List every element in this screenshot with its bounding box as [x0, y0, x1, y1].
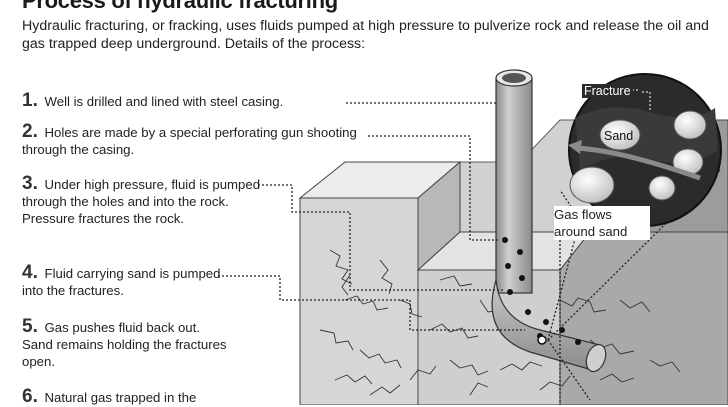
step-5: 5. Gas pushes fluid back out. Sand remai… — [22, 316, 227, 370]
step-5-text: Gas pushes fluid back out. Sand remains … — [22, 320, 227, 369]
step-1-text: Well is drilled and lined with steel cas… — [44, 94, 284, 109]
step-1-number: 1. — [22, 90, 38, 111]
step-5-number: 5. — [22, 316, 38, 337]
step-3-text: Under high pressure, fluid is pumped thr… — [22, 177, 261, 226]
well-casing — [491, 69, 607, 373]
step-4: 4. Fluid carrying sand is pumped into th… — [22, 262, 222, 299]
intro-text: Hydraulic fracturing, or fracking, uses … — [22, 18, 709, 52]
step-6: 6. Natural gas trapped in the — [22, 386, 262, 407]
fracture-cracks — [319, 249, 681, 396]
step-4-number: 4. — [22, 262, 38, 283]
step-2: 2. Holes are made by a special perforati… — [22, 121, 372, 158]
magnify-point — [537, 335, 547, 345]
step-4-text: Fluid carrying sand is pumped into the f… — [22, 266, 221, 298]
step-6-number: 6. — [22, 386, 38, 407]
step-3: 3. Under high pressure, fluid is pumped … — [22, 173, 262, 227]
fracture-label: Fracture — [582, 84, 633, 98]
step-3-number: 3. — [22, 173, 38, 194]
step-2-number: 2. — [22, 121, 38, 142]
sand-label: Sand — [604, 129, 634, 143]
gas-flow-label: Gas flows around sand — [554, 206, 650, 240]
diagram-title: Process of hydraulic fracturing — [22, 0, 338, 13]
step-1: 1. Well is drilled and lined with steel … — [22, 90, 352, 111]
magnified-inset — [568, 73, 722, 227]
step-6-text: Natural gas trapped in the — [44, 390, 197, 405]
step-2-text: Holes are made by a special perforating … — [22, 125, 357, 157]
